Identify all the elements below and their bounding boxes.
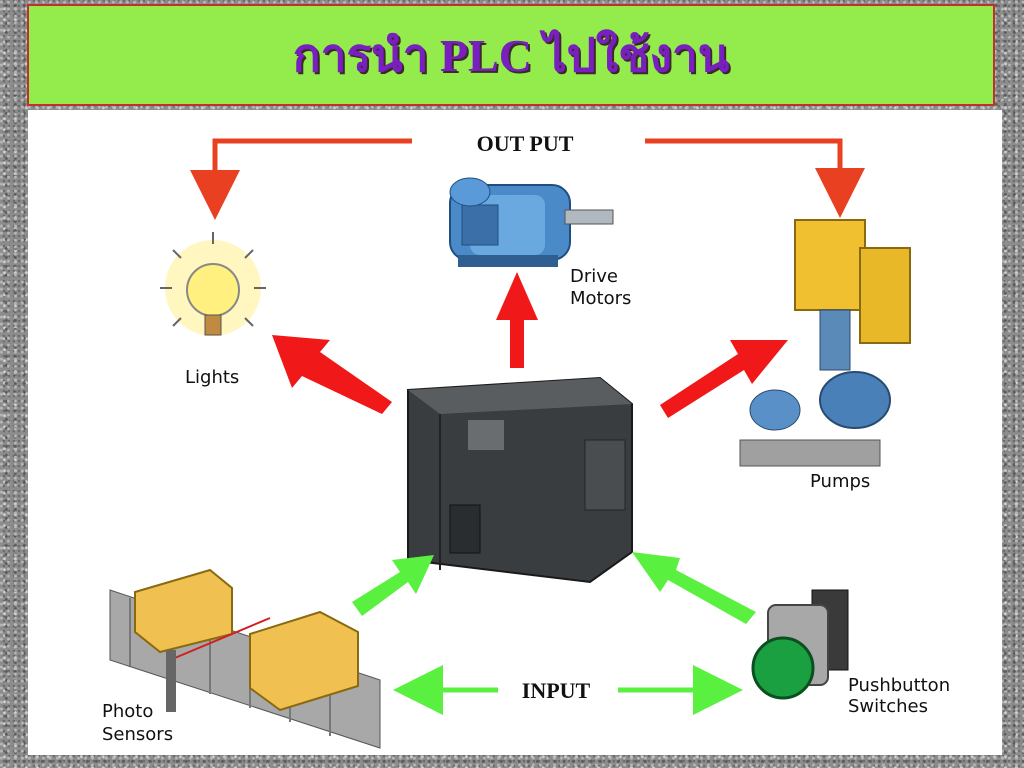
pushbutton-switches-label-line2: Switches: [848, 696, 928, 717]
slide-title: การนำ PLC ไปใช้งาน: [292, 29, 730, 81]
photo-sensors-icon: [109, 568, 381, 749]
photo-sensors-label-line1: Photo: [102, 701, 153, 722]
output-label: OUT PUT: [477, 131, 574, 156]
lights-label: Lights: [185, 367, 239, 388]
pushbutton-switches-label-line1: Pushbutton: [848, 675, 950, 696]
output-bracket: [190, 138, 865, 220]
drive-motors-label-line1: Drive: [570, 266, 618, 287]
pumps-label: Pumps: [810, 471, 870, 492]
title-banner: การนำ PLC ไปใช้งาน: [27, 4, 995, 106]
photo-sensors-label-line2: Sensors: [102, 724, 173, 745]
output-arrows: [272, 272, 788, 418]
light-bulb-icon: [160, 232, 266, 336]
input-arrows: [352, 552, 756, 624]
pumps-icon: [739, 219, 911, 467]
pushbutton-switch-icon: [751, 589, 849, 700]
drive-motor-icon: [449, 177, 614, 267]
input-label: INPUT: [522, 678, 591, 703]
plc-unit-icon: [407, 376, 633, 584]
drive-motors-label-line2: Motors: [570, 288, 631, 309]
